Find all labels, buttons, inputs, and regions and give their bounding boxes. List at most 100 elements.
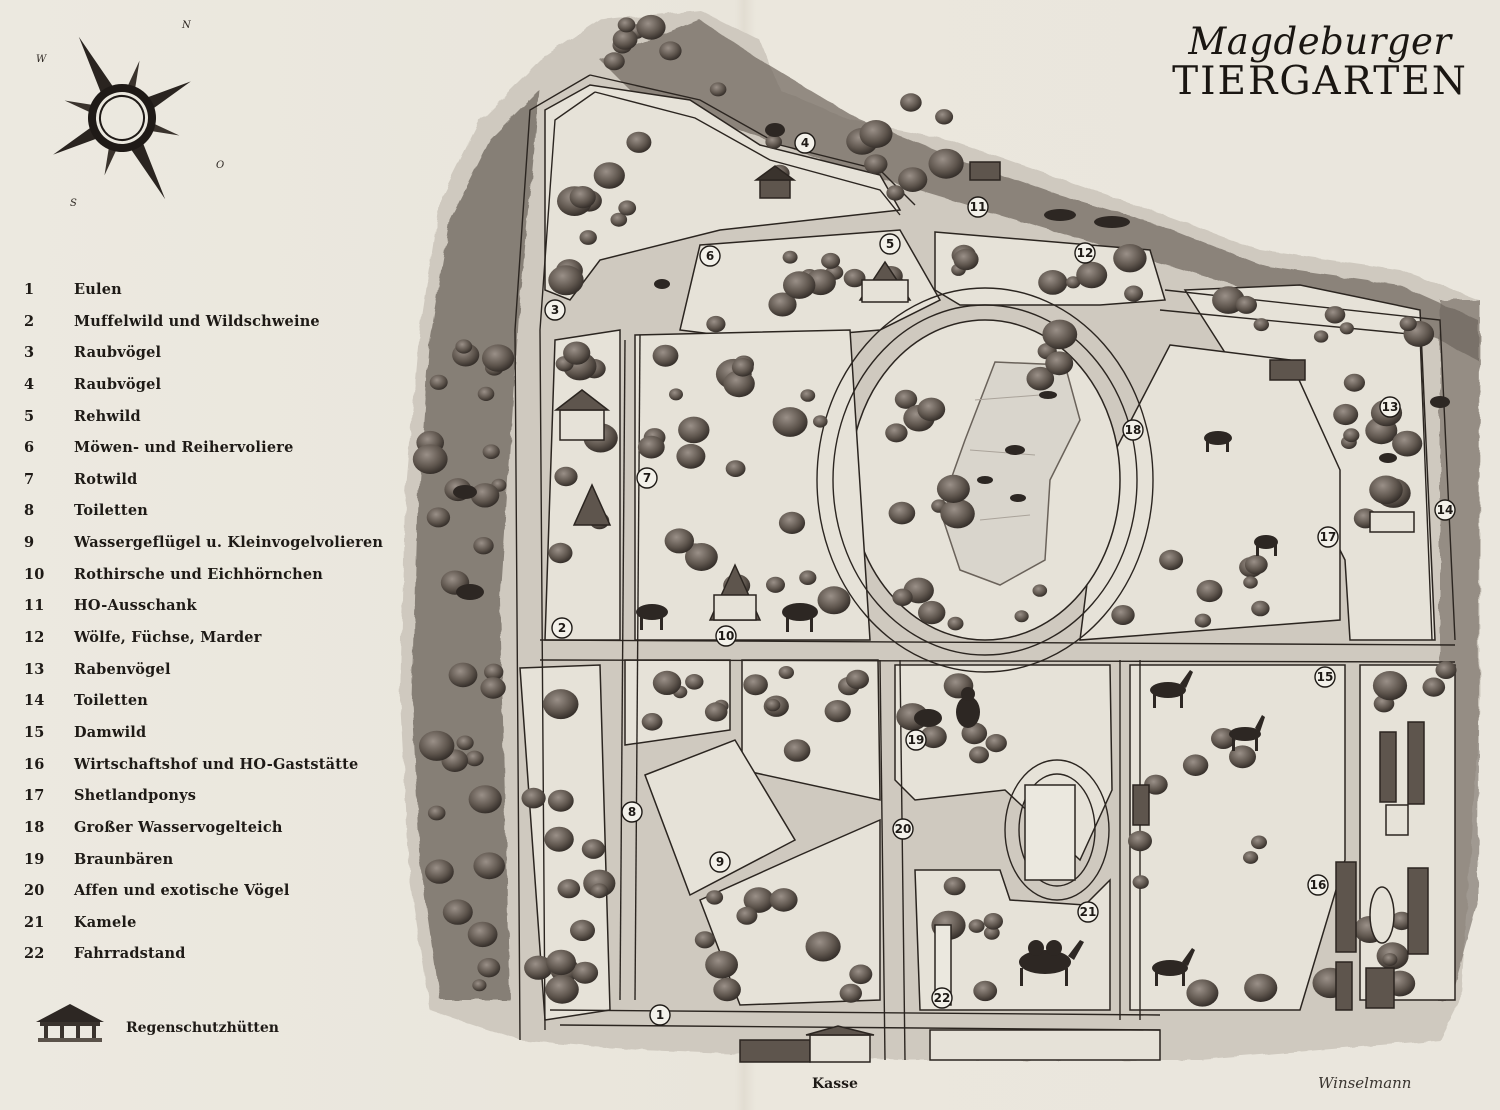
tree-icon [442,899,473,925]
tree-icon [1045,351,1074,376]
marker-circle [1077,901,1099,923]
deer-icon [1150,670,1193,708]
map-marker-21[interactable]: 21 [1077,901,1099,923]
tree-icon [563,341,591,365]
tree-icon [1066,276,1081,289]
marker-circle [1379,396,1401,418]
legend-label: Wirtschaftshof und HO-Gaststätte [74,755,359,773]
compass-star-icon [53,36,191,200]
map-marker-9[interactable]: 9 [709,851,731,873]
tree-icon [1372,671,1408,701]
tree-icon [1422,677,1446,697]
tree-icon [546,949,576,976]
legend-label: Affen und exotische Vögel [74,882,290,900]
map-marker-18[interactable]: 18 [1122,419,1144,441]
tree-icon [637,435,665,459]
map-marker-12[interactable]: 12 [1074,242,1096,264]
map-marker-6[interactable]: 6 [699,245,721,267]
tree-icon [652,344,679,367]
tree-icon [805,931,841,962]
tree-icon [1392,430,1423,457]
legend-label: Toiletten [74,502,149,520]
legend-number: 14 [24,692,45,710]
tree-icon [1026,366,1055,391]
tree-icon [557,879,581,899]
map-marker-8[interactable]: 8 [621,801,643,823]
tree-icon [709,82,727,97]
map-marker-1[interactable]: 1 [649,1004,671,1026]
tree-icon [768,292,797,317]
tree-icon [412,444,448,475]
tree-icon [590,883,608,899]
tree-icon [1243,576,1258,589]
marker-number: 9 [716,855,724,869]
tree-icon [593,162,625,189]
marker-number: 11 [970,200,987,214]
map-marker-2[interactable]: 2 [551,617,573,639]
tree-icon [859,120,893,148]
tree-icon [917,397,946,422]
tree-icon [706,315,726,333]
tree-icon [928,148,964,179]
tree-icon [885,423,908,443]
marker-circle [905,729,927,751]
marker-circle [892,818,914,840]
map-marker-17[interactable]: 17 [1317,526,1339,548]
legend-label: Shetlandponys [74,787,197,805]
map-marker-5[interactable]: 5 [879,233,901,255]
tree-icon [612,28,638,50]
map-marker-19[interactable]: 19 [905,729,927,751]
entrance-label: Kasse [812,1076,858,1092]
tree-icon [547,789,574,812]
tree-icon [1251,600,1270,617]
tree-icon [1390,911,1413,931]
marker-number: 21 [1080,905,1097,919]
tree-icon [617,17,636,33]
legend-label: Rehwild [74,407,141,425]
legend-number: 20 [24,882,45,900]
tree-icon [1333,403,1359,426]
map-marker-20[interactable]: 20 [892,818,914,840]
stag-icon [782,603,818,632]
legend-label: Möwen- und Reihervoliere [74,439,294,457]
tree-icon [1339,322,1354,335]
tree-icon [800,389,816,402]
map-marker-7[interactable]: 7 [636,467,658,489]
marker-number: 8 [628,805,636,819]
tree-icon [448,662,478,688]
tree-icon [782,250,798,264]
legend-number: 2 [24,312,35,330]
tree-icon [521,787,546,809]
tree-icon [678,416,710,444]
tree-icon [731,358,754,377]
tree-icon [429,374,448,390]
map-marker-22[interactable]: 22 [931,987,953,1009]
marker-circle [1314,666,1336,688]
rain-shelter-label: Regenschutzhütten [126,1020,279,1036]
map-marker-4[interactable]: 4 [794,132,816,154]
tree-icon [813,415,828,428]
animals [453,123,1450,986]
map-marker-14[interactable]: 14 [1434,499,1456,521]
marker-circle [879,233,901,255]
map-marker-3[interactable]: 3 [544,299,566,321]
marker-circle [544,299,566,321]
map-marker-13[interactable]: 13 [1379,396,1401,418]
tree-icon [1159,549,1184,571]
tree-icon [659,41,682,61]
marker-number: 12 [1077,246,1094,260]
compass-rose: N O S W [30,18,230,218]
tree-icon [843,268,866,288]
tree-icon [641,713,663,731]
tree-icon [736,906,758,925]
map-marker-11[interactable]: 11 [967,196,989,218]
map-marker-16[interactable]: 16 [1307,874,1329,896]
tree-icon [1369,475,1403,505]
map-marker-10[interactable]: 10 [715,625,737,647]
map-marker-15[interactable]: 15 [1314,666,1336,688]
